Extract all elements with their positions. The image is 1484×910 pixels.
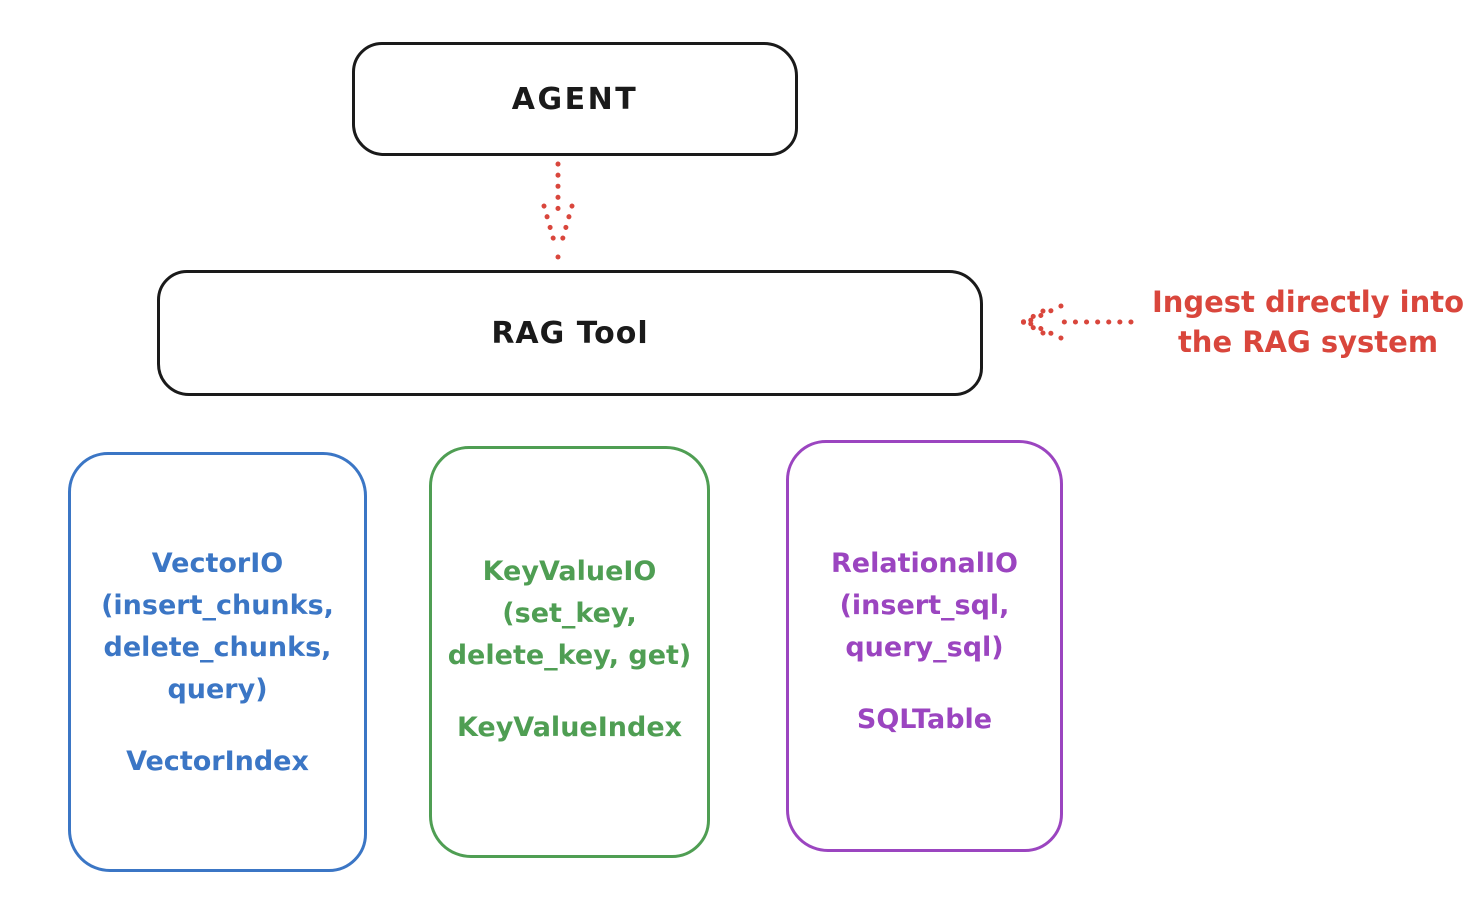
agent-to-rag-dotted-arrow-icon xyxy=(541,161,575,260)
ingest-annotation-line1: Ingest directly into xyxy=(1151,285,1465,319)
store-line: query_sql) xyxy=(845,632,1004,663)
store-line: query) xyxy=(167,674,268,705)
store-line: (insert_sql, xyxy=(839,590,1010,621)
store-line: VectorIO xyxy=(151,548,284,579)
relational-io-text: RelationalIO (insert_sql, query_sql) xyxy=(789,543,1060,669)
relational-io-box: RelationalIO (insert_sql, query_sql) SQL… xyxy=(786,440,1063,852)
annotation-dotted-left-arrow-icon xyxy=(1020,303,1134,341)
keyvalue-io-box: KeyValueIO (set_key, delete_key, get) Ke… xyxy=(429,446,710,858)
rag-tool-label: RAG Tool xyxy=(491,315,649,351)
agent-label: AGENT xyxy=(511,81,639,117)
store-line: delete_chunks, xyxy=(103,632,332,663)
ingest-annotation: Ingest directly into the RAG system xyxy=(1138,282,1478,362)
sql-table-label: SQLTable xyxy=(856,704,993,735)
store-line: KeyValueIO xyxy=(482,556,657,587)
store-line: (insert_chunks, xyxy=(101,590,334,621)
store-line: delete_key, get) xyxy=(447,640,692,671)
store-line: RelationalIO xyxy=(831,548,1018,579)
vector-io-box: VectorIO (insert_chunks, delete_chunks, … xyxy=(68,452,367,872)
rag-tool-box: RAG Tool xyxy=(157,270,983,396)
agent-box: AGENT xyxy=(352,42,798,156)
store-line: (set_key, xyxy=(502,598,637,629)
ingest-annotation-line2: the RAG system xyxy=(1177,325,1439,359)
vector-index-label: VectorIndex xyxy=(126,746,309,777)
keyvalue-index-label: KeyValueIndex xyxy=(456,712,683,743)
vector-io-text: VectorIO (insert_chunks, delete_chunks, … xyxy=(71,543,364,711)
keyvalue-io-text: KeyValueIO (set_key, delete_key, get) xyxy=(432,551,707,677)
